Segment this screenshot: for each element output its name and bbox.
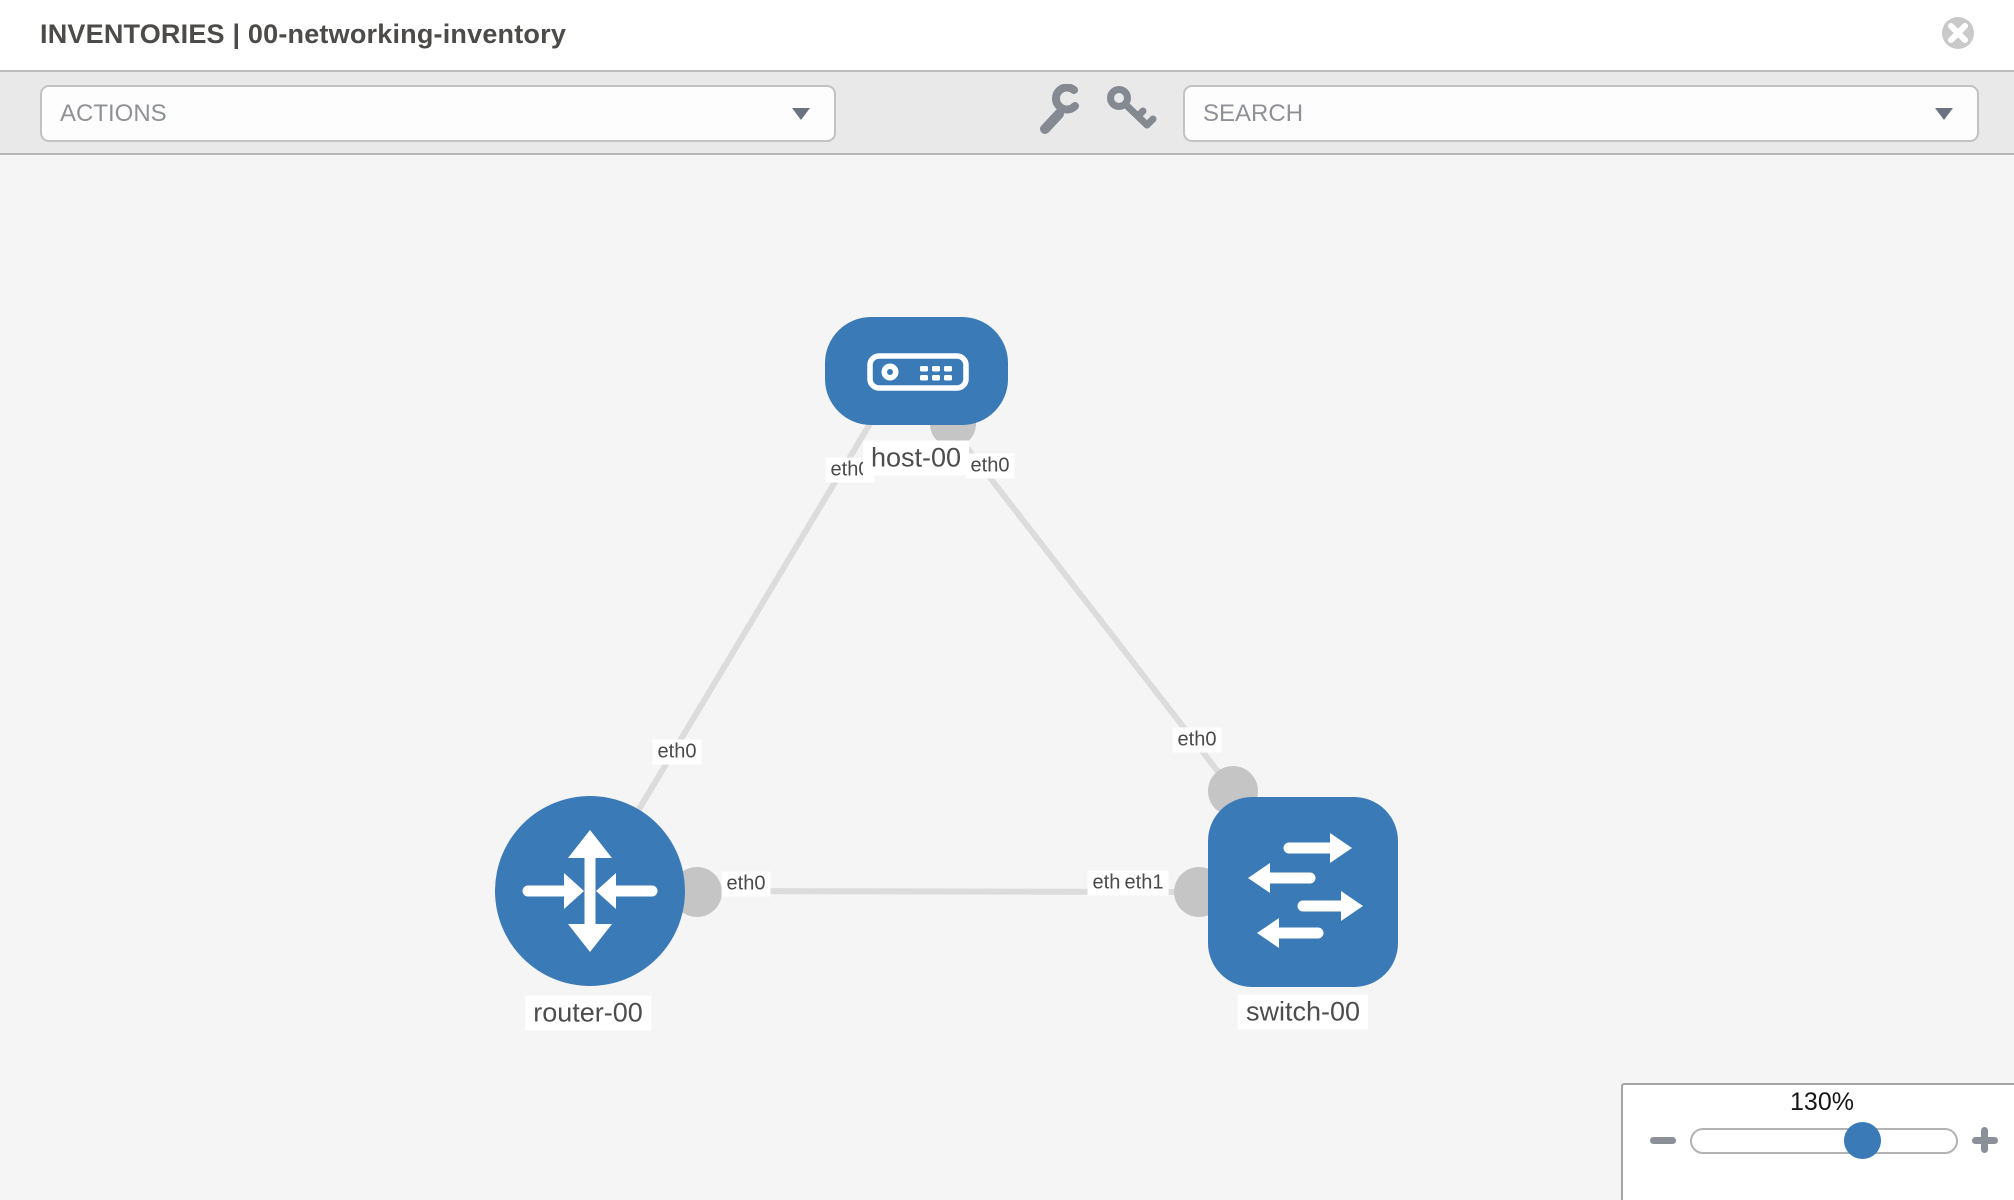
zoom-slider-track[interactable] <box>1690 1128 1958 1154</box>
interface-label-router-top-eth0: eth0 <box>652 739 702 765</box>
actions-dropdown[interactable]: ACTIONS <box>40 85 836 142</box>
interface-label-switch-top-eth0: eth0 <box>1172 727 1222 753</box>
server-icon <box>867 353 969 391</box>
router-arrows-icon <box>522 830 658 952</box>
interface-label-switch-left-eth1: eth1 <box>1119 870 1169 896</box>
configure-tools-button[interactable] <box>1036 83 1090 138</box>
search-dropdown-label: SEARCH <box>1203 99 1304 127</box>
topology-canvas[interactable] <box>0 155 2014 1200</box>
zoom-out-button[interactable] <box>1650 1137 1676 1144</box>
search-dropdown[interactable]: SEARCH <box>1183 85 1979 142</box>
interface-label-host-eth0-right: eth0 <box>965 453 1015 479</box>
zoom-in-button-bar[interactable] <box>1981 1127 1988 1153</box>
wrench-icon <box>1040 83 1079 134</box>
node-label-router-00: router-00 <box>525 995 651 1031</box>
node-host-00[interactable] <box>825 317 1008 425</box>
zoom-slider-thumb[interactable] <box>1844 1122 1881 1159</box>
caret-down-icon <box>1935 107 1953 120</box>
node-label-host-00: host-00 <box>862 440 970 476</box>
zoom-level-value: 130% <box>1790 1088 1854 1116</box>
credentials-key-button[interactable] <box>1104 84 1158 138</box>
switch-arrows-icon <box>1248 833 1363 948</box>
caret-down-icon <box>792 107 810 120</box>
header: INVENTORIES | 00-networking-inventory <box>0 0 2014 70</box>
page-title: INVENTORIES | 00-networking-inventory <box>40 19 567 49</box>
node-switch-00[interactable] <box>1208 797 1398 987</box>
actions-dropdown-label: ACTIONS <box>60 99 167 127</box>
interface-label-router-right-eth0: eth0 <box>721 871 771 897</box>
close-button[interactable] <box>1940 15 1976 51</box>
node-router-00[interactable] <box>495 796 685 986</box>
links-layer <box>587 410 1236 895</box>
close-icon <box>1942 17 1974 49</box>
port-router-eth0[interactable] <box>672 867 722 917</box>
toolbar: ACTIONS SEARCH <box>0 70 2014 155</box>
key-icon <box>1107 86 1157 129</box>
node-label-switch-00: switch-00 <box>1237 994 1369 1030</box>
